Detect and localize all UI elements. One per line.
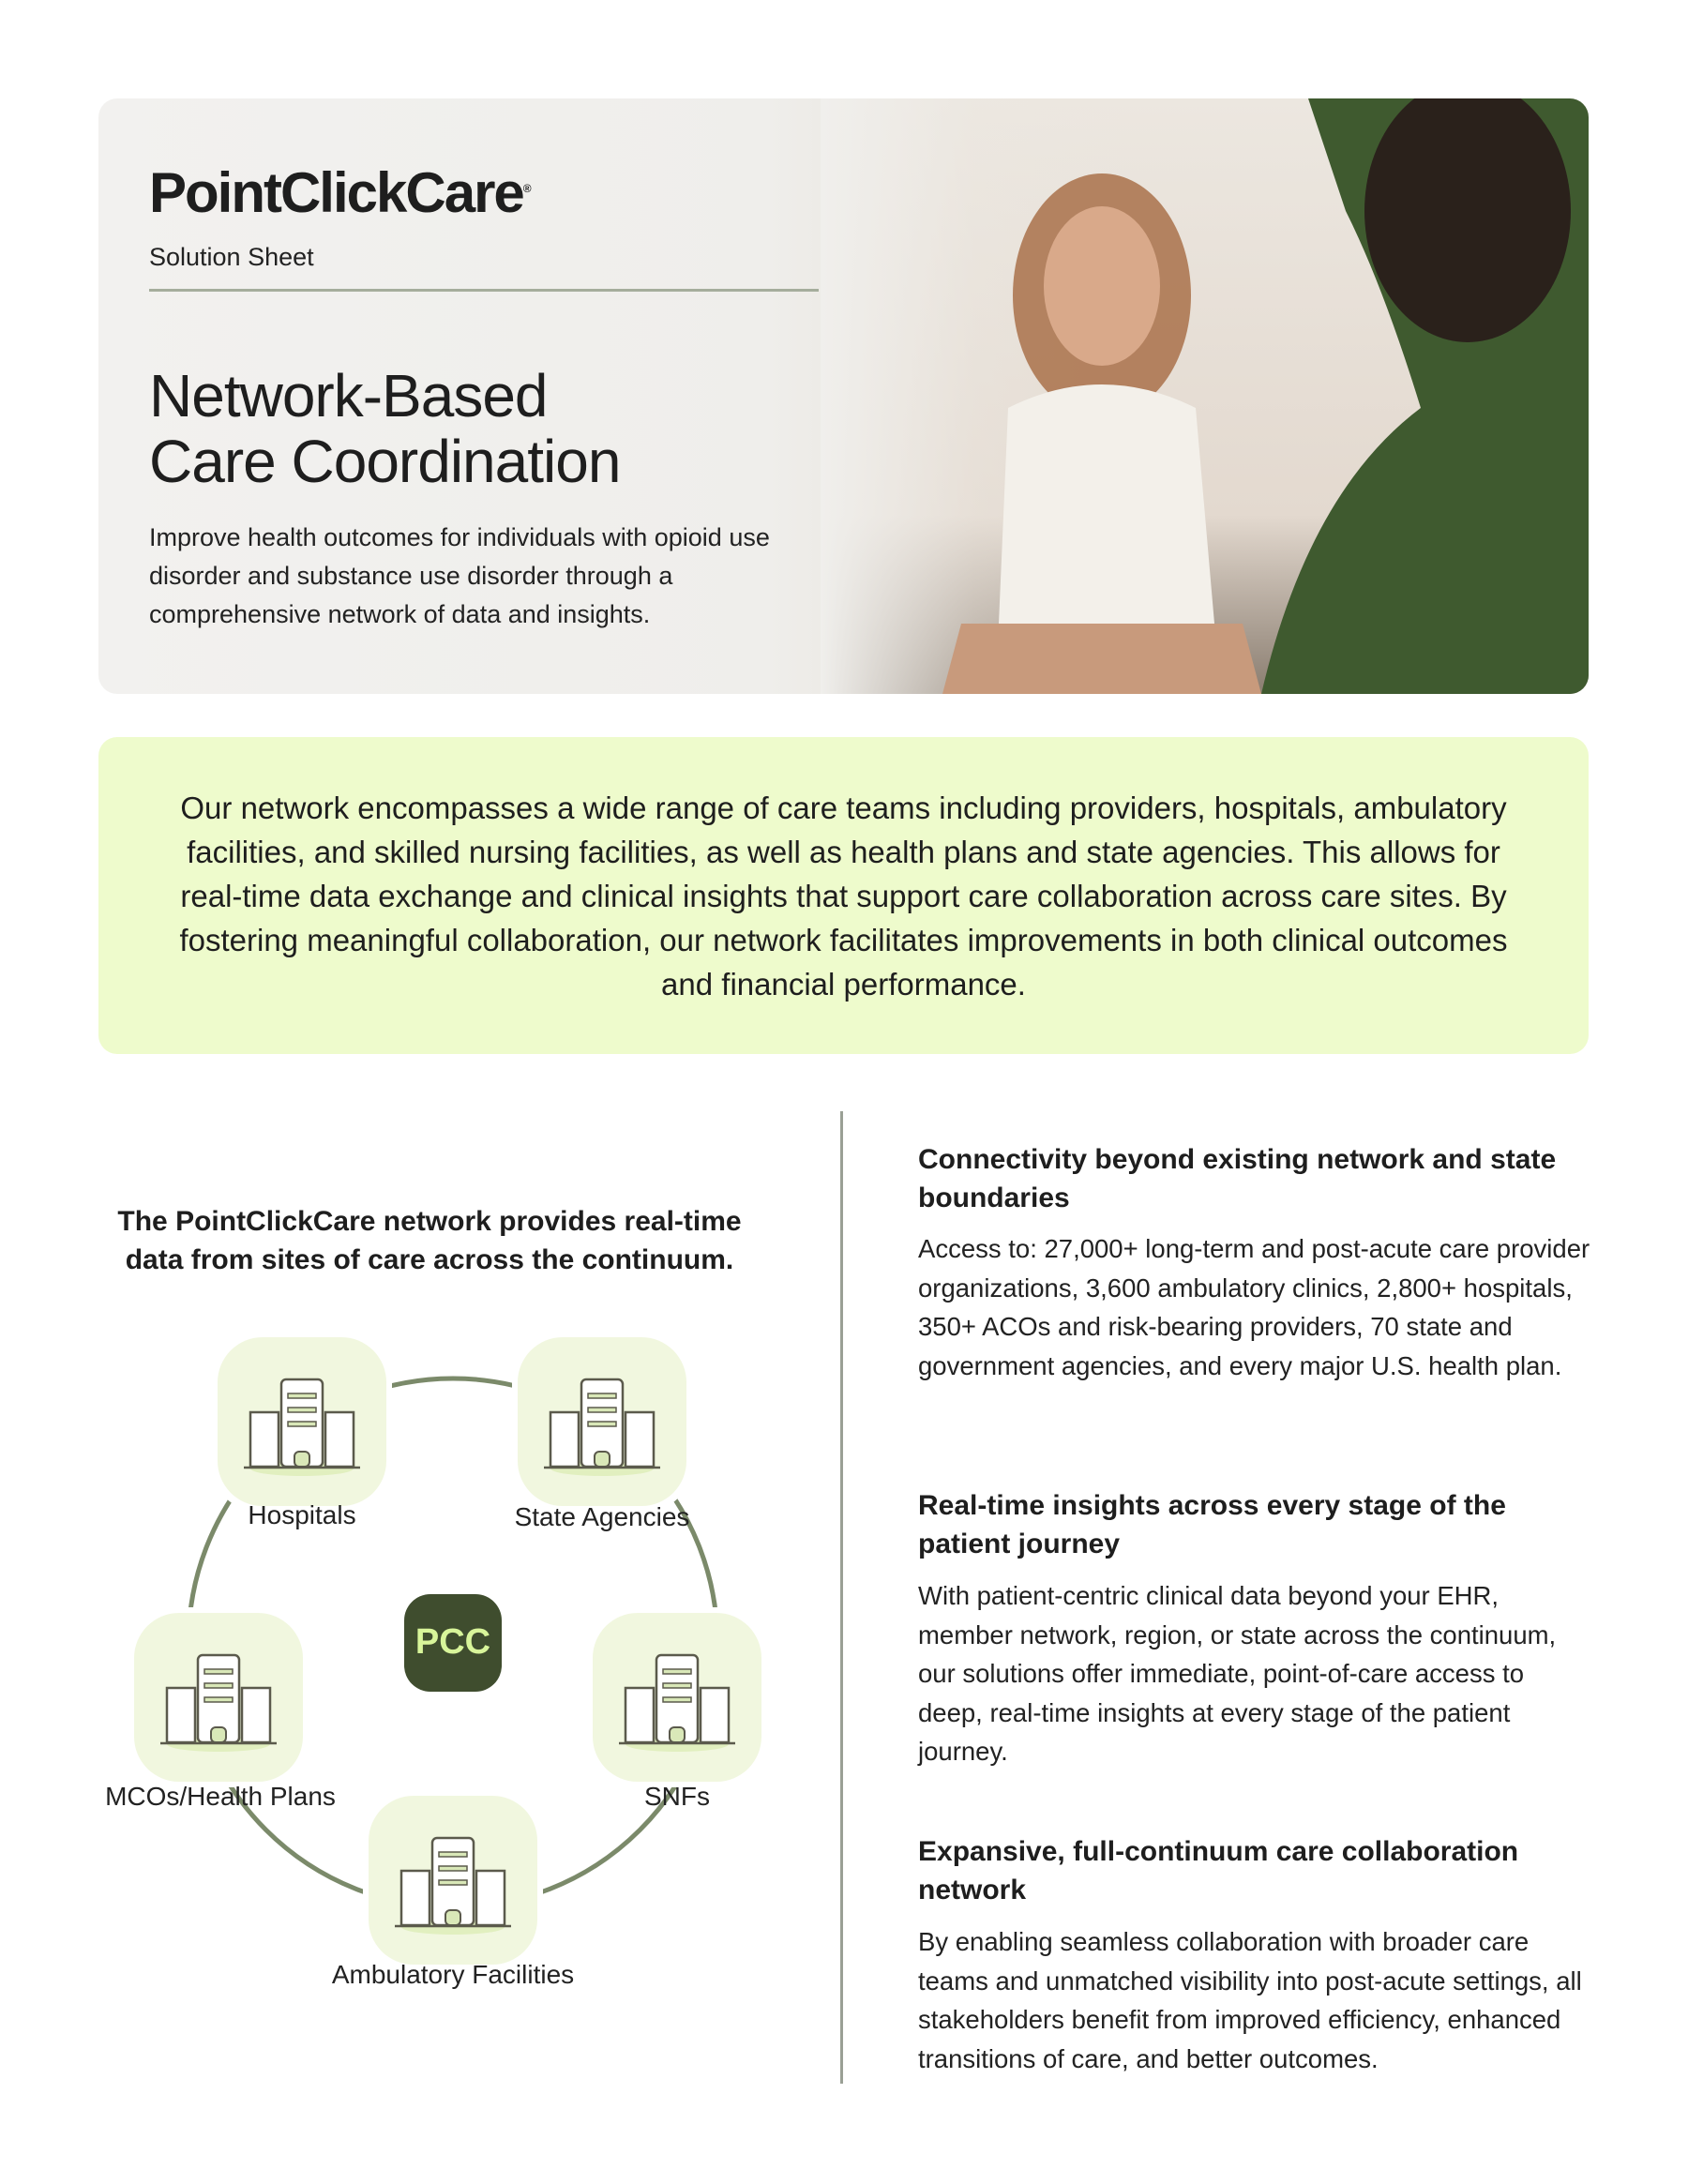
section-heading: Expansive, full-continuum care collabora… [918,1836,1519,1905]
section-body: With patient-centric clinical data beyon… [918,1581,1557,1766]
office-building-icon [128,1607,309,1787]
node-label: Ambulatory Facilities [331,1960,575,1989]
clinic-icon [363,1790,543,1970]
node-label: Hospitals [248,1500,356,1529]
section-body: By enabling seamless collaboration with … [918,1927,1582,2073]
pcc-badge [404,1594,502,1692]
hero-description: Improve health outcomes for individuals … [149,523,770,628]
divider [149,289,819,292]
node-label: SNFs [644,1782,710,1811]
hero-banner: PointClickCare® Solution Sheet Network-B… [98,98,1589,694]
title-line: Network-Based [149,362,549,429]
logo-text: PointClickCare [149,161,525,224]
hero-photo [821,98,1589,694]
callout-text: Our network encompasses a wide range of … [179,790,1508,1002]
doc-type: Solution Sheet [149,243,314,271]
section-body: Access to: 27,000+ long-term and post-ac… [918,1234,1590,1380]
title-line: Care Coordination [149,428,621,495]
section-heading: Real-time insights across every stage of… [918,1490,1506,1559]
brand-logo: PointClickCare® [149,160,532,225]
government-building-icon [512,1332,692,1512]
house-icon [587,1607,767,1787]
registered-mark: ® [522,182,532,195]
pcc-label: PCC [415,1622,490,1662]
node-label: MCOs/Health Plans [105,1782,336,1811]
column-divider [840,1111,843,2084]
network-diagram: PCC [128,1332,767,1970]
node-label: State Agencies [514,1502,690,1531]
callout-box: Our network encompasses a wide range of … [98,737,1589,1054]
diagram-heading: The PointClickCare network provides real… [117,1206,742,1275]
section-heading: Connectivity beyond existing network and… [918,1144,1557,1213]
hospital-icon [212,1332,392,1512]
